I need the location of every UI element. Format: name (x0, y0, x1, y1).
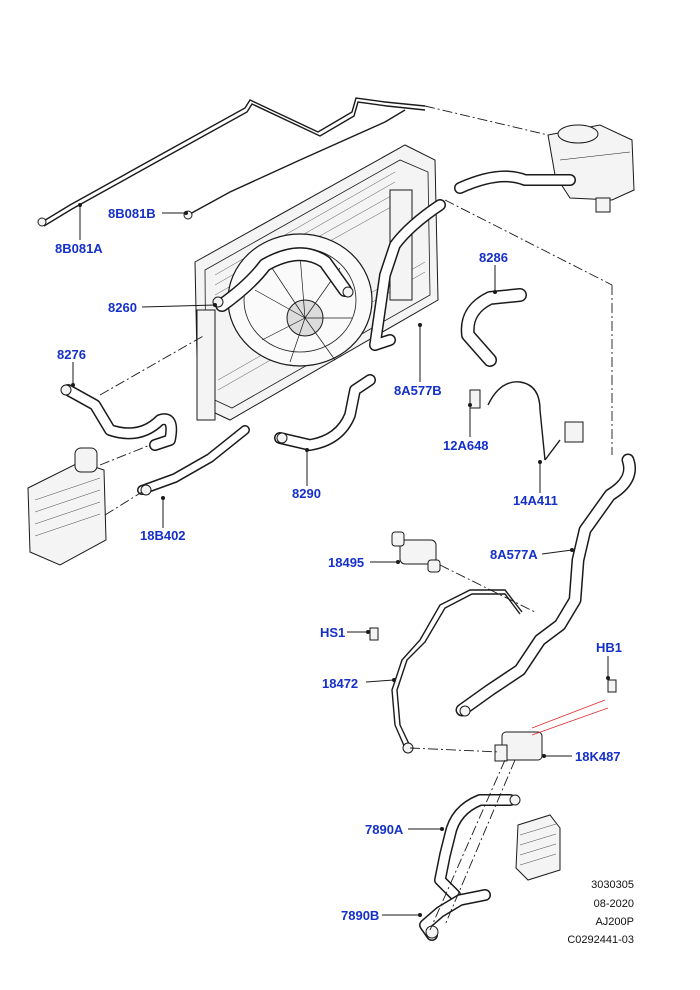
callout-7890A[interactable]: 7890A (365, 822, 404, 837)
callout-7890B[interactable]: 7890B (341, 908, 380, 923)
radiator-fan-assembly (194, 144, 439, 421)
callout-18472[interactable]: 18472 (322, 676, 359, 691)
charge-air-cooler (27, 447, 107, 566)
callout-8B081A[interactable]: 8B081A (55, 241, 103, 256)
callout-HB1[interactable]: HB1 (596, 640, 623, 655)
reference-date: 08-2020 (593, 898, 634, 910)
callout-14A411[interactable]: 14A411 (513, 493, 558, 508)
callout-8290[interactable]: 8290 (292, 486, 321, 501)
callout-8260[interactable]: 8260 (108, 300, 137, 315)
reference-model: AJ200P (595, 916, 634, 928)
callout-8286[interactable]: 8286 (479, 250, 508, 265)
callout-8A577A[interactable]: 8A577A (490, 547, 538, 562)
callout-8A577B[interactable]: 8A577B (394, 383, 442, 398)
reference-code: 3030305 (591, 879, 634, 891)
callout-HS1[interactable]: HS1 (320, 625, 346, 640)
reference-figure-id: C0292441-03 (567, 934, 634, 946)
callout-8276[interactable]: 8276 (57, 347, 86, 362)
callout-18B402[interactable]: 18B402 (140, 528, 186, 543)
callout-12A648[interactable]: 12A648 (443, 438, 489, 453)
connection-lines (99, 105, 613, 931)
callout-18495[interactable]: 18495 (328, 555, 365, 570)
oil-cooler (515, 814, 561, 881)
expansion-tank (547, 124, 635, 213)
leader-lines (71, 203, 610, 917)
callout-18K487[interactable]: 18K487 (575, 749, 621, 764)
callout-8B081B[interactable]: 8B081B (108, 206, 156, 221)
